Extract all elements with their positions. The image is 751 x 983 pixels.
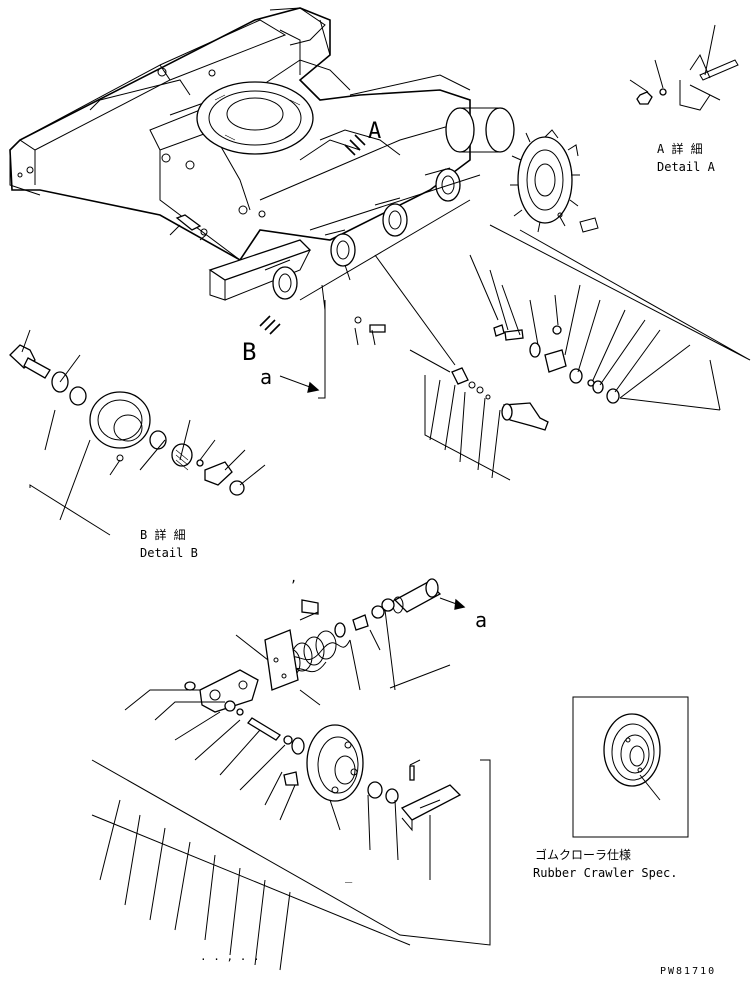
tick-mark: , xyxy=(290,571,297,585)
dash-mark: _ xyxy=(345,869,353,883)
leader-lines-lower xyxy=(91,609,491,971)
drawing-code: PW81710 xyxy=(660,966,716,977)
detail-b-parts xyxy=(9,344,245,496)
flow-bracket-upper xyxy=(318,300,326,399)
detail-b-label-en: Detail B xyxy=(140,546,198,560)
flow-a-label-lower: a xyxy=(475,608,487,632)
flow-a-label-upper: a xyxy=(260,365,272,389)
rubber-crawler-spec-box xyxy=(572,696,689,838)
dots-bottom: . . , . . xyxy=(200,950,260,963)
leader-lines-mid-right xyxy=(321,224,751,481)
view-b-label: B xyxy=(242,338,256,366)
detail-b-label-jp: B 詳 細 xyxy=(140,527,186,542)
detail-a-parts xyxy=(629,24,739,111)
frame-bolts xyxy=(169,214,386,333)
rubber-spec-label-jp: ゴムクローラ仕様 xyxy=(535,847,631,862)
detail-a-label-en: Detail A xyxy=(657,160,716,174)
idler-shaft-parts xyxy=(451,324,620,431)
track-rollers xyxy=(208,167,481,301)
rubber-spec-label-en: Rubber Crawler Spec. xyxy=(533,866,678,880)
sprocket xyxy=(510,129,599,233)
view-a-label: A xyxy=(368,119,381,144)
track-frame xyxy=(9,7,515,335)
detail-a-label-jp: A 詳 細 xyxy=(657,141,703,156)
flow-arrowhead-upper xyxy=(307,381,320,393)
leader-lines-detail-b xyxy=(21,329,266,536)
idler-recoil-assembly xyxy=(184,578,466,832)
